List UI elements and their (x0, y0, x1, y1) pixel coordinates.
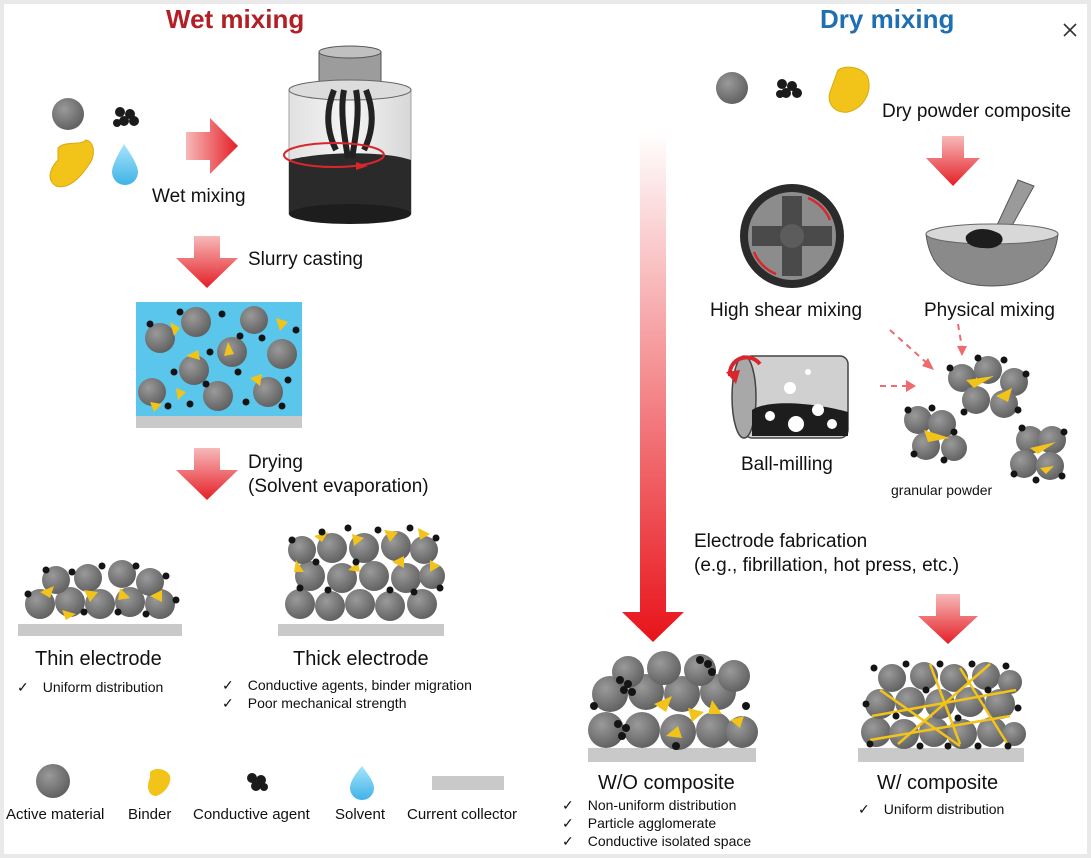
dry-active-material-icon (716, 72, 748, 104)
thick-electrode-bullet: ✓Poor mechanical strength (222, 695, 407, 711)
wet-mix-arrow (186, 118, 238, 174)
legend-solvent-label: Solvent (335, 806, 386, 823)
drying-label: Drying (248, 452, 303, 473)
mortar-pestle-icon (925, 179, 1059, 287)
thin-electrode-title: Thin electrode (35, 648, 162, 670)
dry-conductive-agent-icon (776, 79, 802, 98)
wo-composite-bullet: ✓Conductive isolated space (562, 833, 752, 849)
slurry-casting-label: Slurry casting (248, 249, 364, 270)
thin-electrode-bullet: ✓Uniform distribution (17, 679, 164, 695)
dry-powder-composite-label: Dry powder composite (882, 101, 1072, 122)
wo-composite-illustration (588, 651, 758, 762)
electrode-fabrication-label: Electrode fabrication (694, 531, 868, 552)
granular-powder-icon (904, 354, 1068, 484)
thick-electrode-title: Thick electrode (293, 648, 429, 670)
wet-mixing-title: Wet mixing (166, 4, 305, 34)
thick-electrode-illustration (278, 524, 445, 636)
high-shear-mixing-label: High shear mixing (710, 300, 863, 321)
dry-binder-icon (828, 66, 870, 113)
wo-composite-bullet: ✓Non-uniform distribution (562, 797, 737, 813)
close-button[interactable] (1058, 18, 1082, 42)
legend-current-collector-icon (432, 776, 504, 790)
wet-cast-arrow (176, 236, 238, 288)
wet-mixing-step-label: Wet mixing (152, 186, 246, 207)
diagram-artwork (18, 45, 1068, 800)
wet-mixer-beaker-icon (283, 45, 412, 224)
diagram-canvas: Wet mixing Dry mixing Wet mixing Slurry … (4, 4, 1087, 854)
physical-mixing-label: Physical mixing (924, 300, 1055, 321)
legend-solvent-icon (350, 766, 374, 800)
slurry-illustration (136, 302, 302, 428)
legend-binder-label: Binder (128, 806, 172, 823)
high-shear-mixer-icon (740, 184, 844, 288)
dry-powder-arrow (926, 136, 980, 186)
wet-active-material-icon (52, 98, 84, 130)
thick-electrode-bullet: ✓Conductive agents, binder migration (222, 677, 472, 693)
w-composite-illustration (858, 660, 1026, 762)
w-composite-bullet: ✓Uniform distribution (858, 801, 1005, 817)
wo-composite-bullet: ✓Particle agglomerate (562, 815, 717, 831)
legend-current-collector-label: Current collector (407, 806, 518, 823)
legend-binder-icon (148, 769, 171, 796)
wet-solvent-icon (112, 144, 138, 185)
legend-active-material-label: Active material (6, 806, 105, 823)
close-icon (1063, 23, 1077, 37)
dry-mixing-title: Dry mixing (820, 4, 955, 34)
legend-conductive-agent-label: Conductive agent (193, 806, 310, 823)
legend-active-material-icon (36, 764, 70, 798)
solvent-evaporation-label: (Solvent evaporation) (248, 476, 429, 497)
thin-electrode-illustration (18, 560, 182, 636)
wet-binder-icon (49, 139, 94, 188)
wo-composite-title: W/O composite (598, 772, 735, 794)
ball-milling-label: Ball-milling (741, 454, 833, 475)
electrode-fabrication-examples: (e.g., fibrillation, hot press, etc.) (694, 555, 960, 576)
legend-conductive-agent-icon (247, 773, 268, 791)
dashed-arrows (880, 323, 963, 387)
w-composite-title: W/ composite (877, 772, 999, 794)
central-process-arrow (622, 132, 684, 642)
wet-dry-arrow (176, 448, 238, 500)
dry-fab-arrow (918, 594, 978, 644)
ball-mill-icon (726, 355, 849, 439)
granular-powder-label: granular powder (891, 482, 993, 498)
wet-conductive-agent-icon (113, 107, 139, 127)
